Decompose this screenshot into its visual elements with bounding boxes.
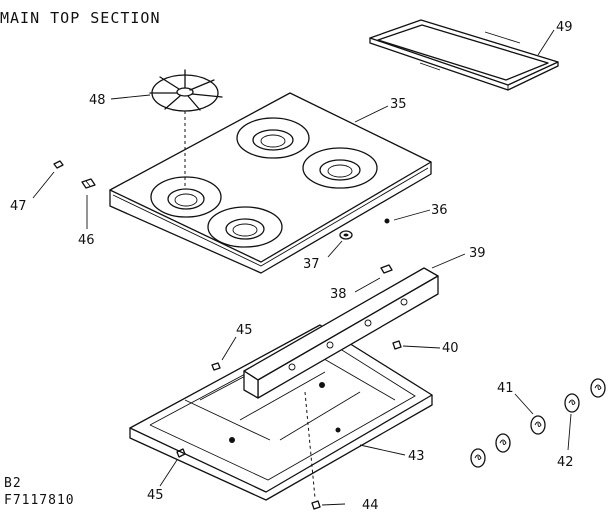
- part-35-cooktop: [109, 92, 432, 274]
- callout-35: 35: [390, 97, 407, 112]
- callout-37: 37: [303, 257, 320, 272]
- part-42-knobs: [564, 378, 606, 413]
- callout-39: 39: [469, 246, 486, 261]
- part-39-manifold-bracket: [243, 267, 439, 399]
- burner-well-rear-right: [302, 147, 378, 189]
- burner-well-front-left: [150, 176, 222, 218]
- callout-40: 40: [442, 341, 459, 356]
- callout-42: 42: [557, 455, 574, 470]
- part-44-screw: [304, 391, 321, 510]
- knob: [495, 433, 511, 453]
- callout-46: 46: [78, 233, 95, 248]
- part-38-bracket: [380, 264, 393, 274]
- part-49-top-cover: [369, 19, 559, 91]
- part-36-screw: [384, 218, 390, 224]
- callout-43: 43: [408, 449, 425, 464]
- callout-45-lower: 45: [147, 488, 164, 503]
- part-41-knobs: [470, 415, 546, 468]
- callout-41: 41: [497, 381, 514, 396]
- callout-36: 36: [431, 203, 448, 218]
- knob: [530, 415, 546, 435]
- part-43-burner-box: [129, 324, 433, 501]
- callout-38: 38: [330, 287, 347, 302]
- part-45-screw-lower: [176, 448, 186, 458]
- callout-47: 47: [10, 199, 27, 214]
- callout-49: 49: [556, 20, 573, 35]
- knob: [564, 393, 580, 413]
- footer-code-line2: F7117810: [4, 493, 75, 508]
- part-46-clip: [81, 178, 96, 189]
- leader-lines: [32, 29, 572, 506]
- burner-well-rear-left: [236, 117, 310, 159]
- part-48-grate: [149, 69, 223, 188]
- part-40-screw: [392, 340, 402, 350]
- callout-labels: 35 36 37 38 39 40 41 42 43 44 45 45 46 4…: [10, 20, 574, 513]
- part-45-screw-upper: [211, 362, 221, 371]
- part-47-screw: [53, 160, 64, 169]
- callout-44: 44: [362, 498, 379, 513]
- knob: [590, 378, 606, 398]
- callout-48: 48: [89, 93, 106, 108]
- footer-code-line1: B2: [4, 476, 22, 491]
- diagram-title: MAIN TOP SECTION: [0, 9, 161, 27]
- callout-45-upper: 45: [236, 323, 253, 338]
- knob: [470, 448, 486, 468]
- part-37-grommet: [339, 230, 353, 240]
- burner-well-front-right: [207, 206, 283, 248]
